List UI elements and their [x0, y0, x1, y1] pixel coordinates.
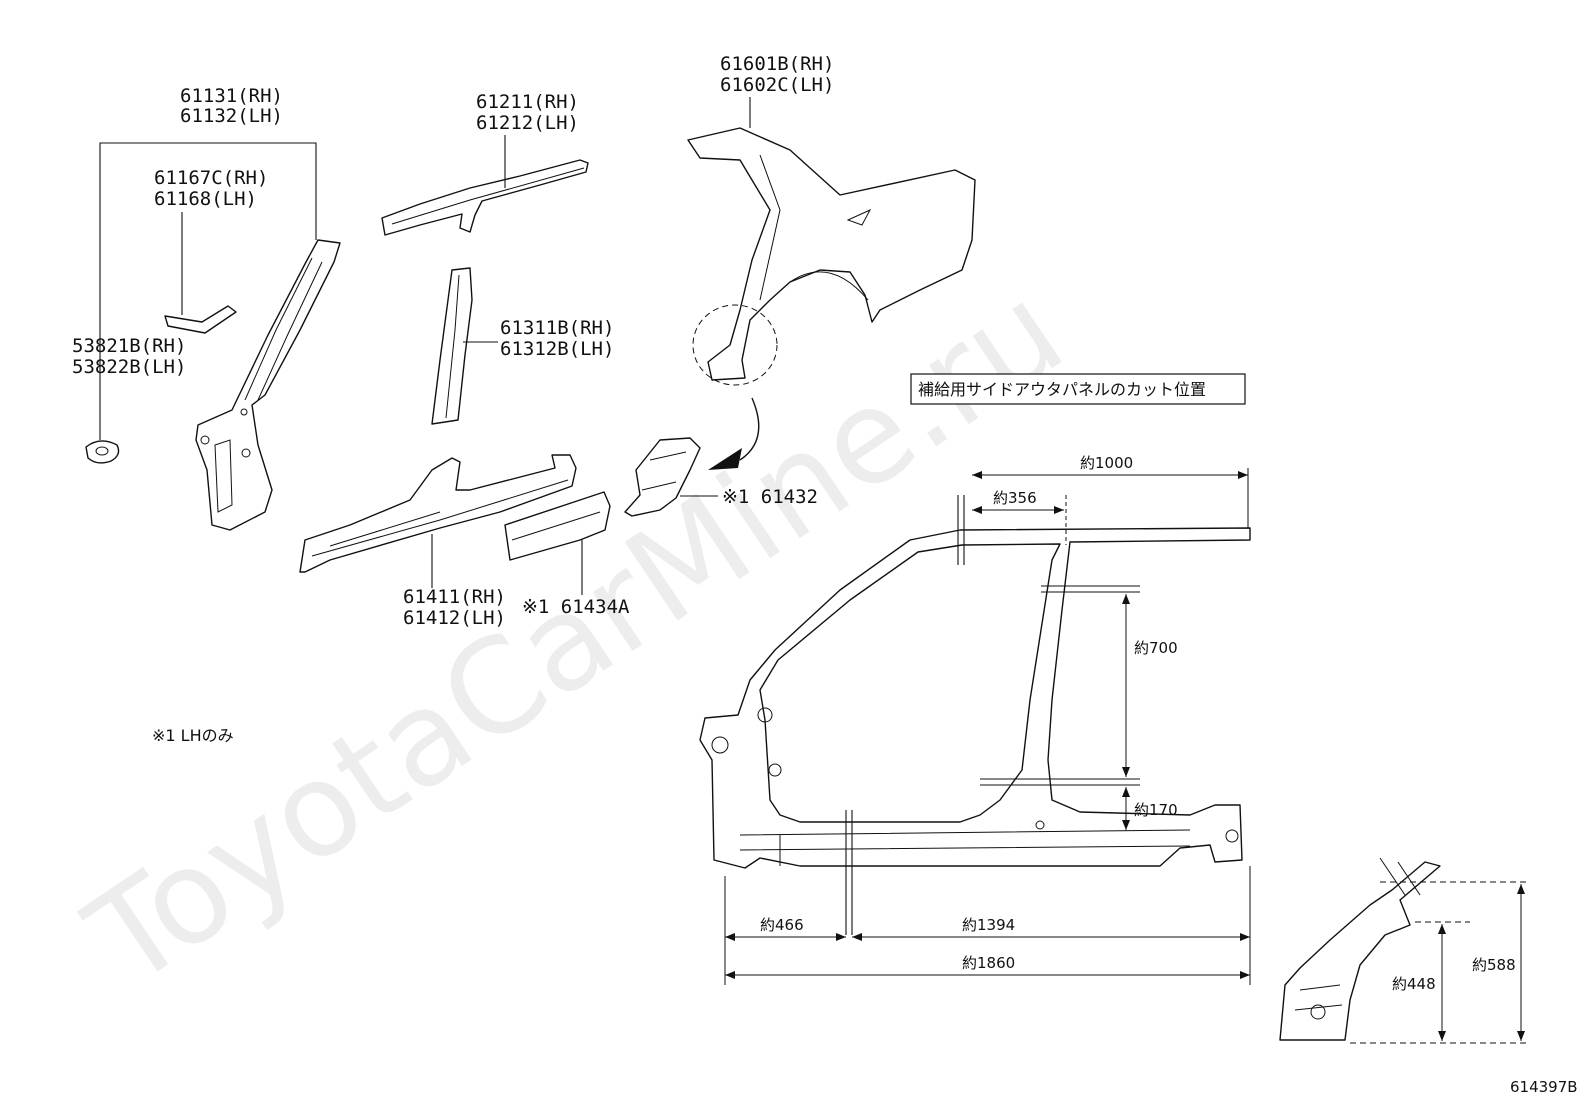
- cut-piece-part: [624, 437, 701, 517]
- callout-plug-lh: 53822B(LH): [72, 356, 186, 378]
- dim-1860-label: 約1860: [962, 954, 1015, 972]
- quarter-panel-part: [687, 127, 976, 381]
- callout-gusset-rh: 61167C(RH): [154, 167, 268, 189]
- dim-170-arrows: [1122, 787, 1130, 830]
- panel-hole-3: [768, 763, 782, 777]
- callout-rocker-lh: 61412(LH): [403, 607, 506, 629]
- cut-arrow-curve: [739, 397, 760, 461]
- callout-rocker-ext: ※1 61434A: [522, 596, 630, 618]
- panel-rocker-lines: [739, 829, 1191, 866]
- callout-center-pillar-lh: 61312B(LH): [500, 338, 614, 360]
- callout-roof-rail-lh: 61212(LH): [476, 112, 579, 134]
- dim-356-arrows: [972, 506, 1064, 514]
- callout-quarter-rh: 61601B(RH): [720, 53, 834, 75]
- watermark: ToyotaCarMine.ru: [62, 255, 1089, 1017]
- callout-plug-rh: 53821B(RH): [72, 335, 186, 357]
- center-pillar-rib: [445, 274, 460, 419]
- dim-466-label: 約466: [760, 916, 804, 934]
- dim-1394-label: 約1394: [962, 916, 1015, 934]
- diagram-id: 614397B: [1510, 1078, 1578, 1096]
- dim-356-label: 約356: [993, 489, 1037, 507]
- rocker-lines: [311, 479, 569, 557]
- quarter-section-lines: [1294, 857, 1421, 1011]
- quarter-cut-circle: [692, 304, 778, 386]
- pillar-hole-1: [241, 448, 251, 458]
- pillar-hole-2: [200, 435, 210, 445]
- rocker-ext-line: [511, 511, 601, 541]
- door-opening-front: [759, 543, 1061, 823]
- dim-448-label: 約448: [1392, 975, 1436, 993]
- callout-rocker-rh: 61411(RH): [403, 586, 506, 608]
- cut-position-label: 補給用サイドアウタパネルのカット位置: [918, 380, 1206, 399]
- leader-pillar-bracket: [99, 142, 317, 440]
- gusset-part: [164, 305, 237, 334]
- quarter-panel-lines: [759, 154, 872, 301]
- front-pillar-inner: [214, 439, 233, 513]
- callout-pillar-lh: 61132(LH): [180, 105, 283, 127]
- callout-cut-piece: ※1 61432: [722, 486, 818, 508]
- roof-rail-part: [381, 159, 589, 236]
- dim-1000-label: 約1000: [1080, 454, 1133, 472]
- cut-piece-lines: [641, 451, 687, 491]
- front-pillar-ribs: [244, 257, 323, 401]
- panel-hole-5: [1035, 820, 1045, 830]
- roof-rail-line: [391, 167, 585, 225]
- side-outer-panel: [699, 527, 1251, 869]
- front-pillar-part: [195, 239, 341, 531]
- panel-hole-4: [1225, 829, 1239, 843]
- quarter-section-part: [1279, 861, 1441, 1041]
- callout-gusset-lh: 61168(LH): [154, 188, 257, 210]
- rocker-part: [299, 454, 577, 573]
- pillar-hole-3: [240, 408, 248, 416]
- callout-roof-rail-rh: 61211(RH): [476, 91, 579, 113]
- plug-part: [85, 440, 120, 464]
- callout-center-pillar-rh: 61311B(RH): [500, 317, 614, 339]
- dim-588-label: 約588: [1472, 956, 1516, 974]
- panel-hole-1: [711, 736, 729, 754]
- dim-700-label: 約700: [1134, 639, 1178, 657]
- cut-position-box: [910, 373, 1246, 405]
- cut-arrow-head: [708, 448, 742, 470]
- rocker-ext-part: [504, 491, 611, 561]
- footnote: ※1 LHのみ: [152, 726, 234, 745]
- plug-hole: [95, 446, 109, 456]
- panel-hole-2: [757, 707, 773, 723]
- center-pillar-part: [431, 267, 473, 425]
- callout-quarter-lh: 61602C(LH): [720, 74, 834, 96]
- quarter-section-hole: [1310, 1004, 1326, 1020]
- callout-pillar-rh: 61131(RH): [180, 85, 283, 107]
- dim-170-label: 約170: [1134, 801, 1178, 819]
